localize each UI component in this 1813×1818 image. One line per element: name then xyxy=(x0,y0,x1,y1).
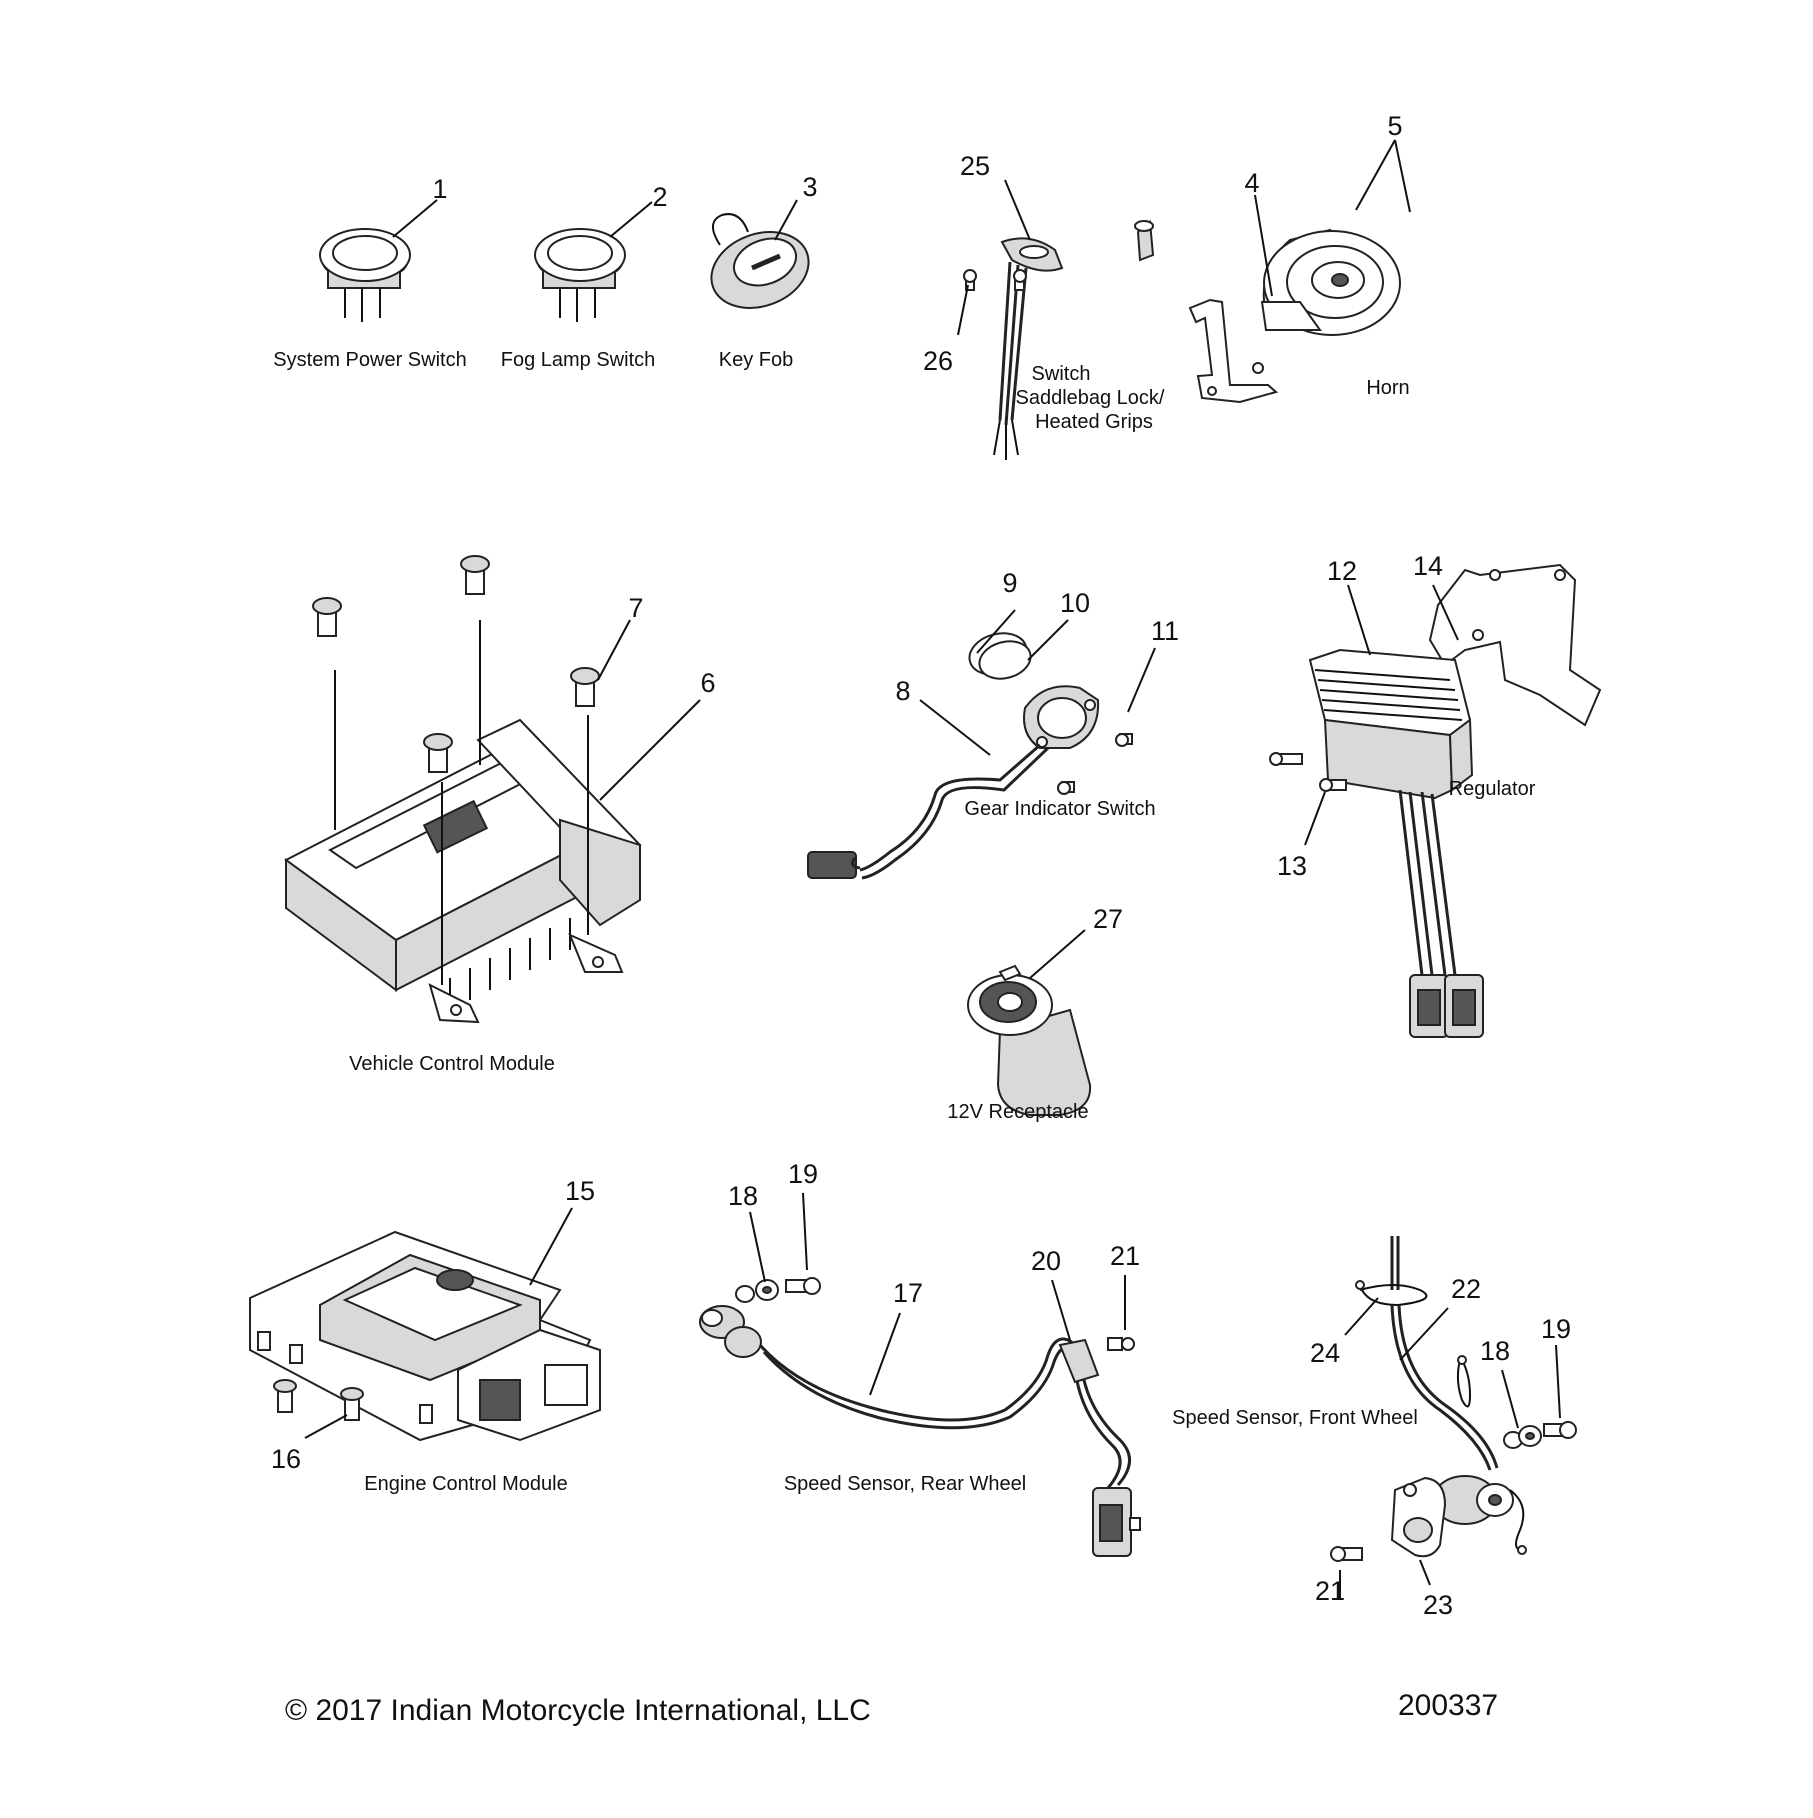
callout-7: 7 xyxy=(628,593,643,623)
callout-25: 25 xyxy=(960,151,990,181)
callout-2: 2 xyxy=(652,182,667,212)
leader-11 xyxy=(1127,647,1156,713)
callout-27: 27 xyxy=(1093,904,1123,934)
callout-14: 14 xyxy=(1413,551,1443,581)
callout-24: 24 xyxy=(1310,1338,1340,1368)
key-fob-part xyxy=(710,213,810,309)
callout-20: 20 xyxy=(1031,1246,1061,1276)
callout-19b: 19 xyxy=(1541,1314,1571,1344)
callout-12: 12 xyxy=(1327,556,1357,586)
regulator-part xyxy=(1269,563,1602,1038)
leader-18b xyxy=(1501,1369,1519,1429)
caption-12v-receptacle: 12V Receptacle xyxy=(947,1101,1088,1123)
callout-23: 23 xyxy=(1423,1590,1453,1620)
leader-14 xyxy=(1432,584,1459,641)
leader-8 xyxy=(919,699,991,756)
caption-speed-sensor-rear: Speed Sensor, Rear Wheel xyxy=(784,1473,1026,1495)
callout-6: 6 xyxy=(700,668,715,698)
caption-switch-line2: Saddlebag Lock/ xyxy=(1015,387,1164,409)
engine-control-module-part xyxy=(249,1230,601,1442)
leader-18a xyxy=(749,1211,766,1283)
callout-26: 26 xyxy=(923,346,953,376)
callout-18a: 18 xyxy=(728,1181,758,1211)
speed-sensor-rear-part xyxy=(699,1277,1141,1557)
leader-19b xyxy=(1555,1344,1561,1419)
diagram-number: 200337 xyxy=(1398,1689,1498,1722)
caption-engine-control-module: Engine Control Module xyxy=(364,1473,567,1495)
callout-21b: 21 xyxy=(1315,1576,1345,1606)
horn-part xyxy=(1134,220,1401,404)
leader-23 xyxy=(1419,1559,1431,1586)
caption-speed-sensor-front: Speed Sensor, Front Wheel xyxy=(1172,1407,1418,1429)
gear-indicator-switch-part xyxy=(807,632,1133,880)
caption-gear-indicator-switch: Gear Indicator Switch xyxy=(964,798,1155,820)
callout-5: 5 xyxy=(1387,111,1402,141)
speed-sensor-front-part xyxy=(1330,1236,1577,1562)
caption-key-fob: Key Fob xyxy=(719,349,793,371)
caption-horn: Horn xyxy=(1366,377,1409,399)
vehicle-control-module-part xyxy=(284,555,642,1024)
leader-25 xyxy=(1004,179,1031,241)
caption-fog-lamp-switch: Fog Lamp Switch xyxy=(501,349,656,371)
callout-16: 16 xyxy=(271,1444,301,1474)
callout-10: 10 xyxy=(1060,588,1090,618)
caption-switch-line3: Heated Grips xyxy=(1035,411,1153,433)
callout-21a: 21 xyxy=(1110,1241,1140,1271)
leader-7 xyxy=(597,619,631,681)
caption-regulator: Regulator xyxy=(1449,778,1536,800)
leader-5b xyxy=(1394,139,1411,213)
leader-22 xyxy=(1399,1307,1449,1361)
leader-16 xyxy=(304,1414,348,1439)
system-power-switch-part xyxy=(319,228,411,322)
callout-15: 15 xyxy=(565,1176,595,1206)
callout-8: 8 xyxy=(895,676,910,706)
leader-1 xyxy=(392,199,438,238)
leader-27 xyxy=(1029,929,1086,979)
callout-17: 17 xyxy=(893,1278,923,1308)
callout-3: 3 xyxy=(802,172,817,202)
callout-13: 13 xyxy=(1277,851,1307,881)
caption-switch-line1: Switch xyxy=(1032,363,1091,385)
receptacle-12v-part xyxy=(967,964,1092,1116)
leader-4 xyxy=(1254,194,1273,297)
leader-10 xyxy=(1027,619,1069,661)
leader-13 xyxy=(1304,791,1326,846)
caption-system-power-switch: System Power Switch xyxy=(273,349,466,371)
leader-26 xyxy=(957,284,969,336)
leader-5a xyxy=(1355,139,1396,211)
leader-24 xyxy=(1344,1297,1379,1336)
leader-2 xyxy=(609,201,653,238)
leader-19a xyxy=(802,1192,808,1271)
leader-9 xyxy=(976,609,1016,654)
leader-17 xyxy=(869,1312,901,1396)
leader-15 xyxy=(529,1207,573,1286)
caption-vehicle-control-module: Vehicle Control Module xyxy=(349,1053,555,1075)
callout-4: 4 xyxy=(1244,168,1259,198)
copyright-text: © 2017 Indian Motorcycle International, … xyxy=(285,1694,871,1727)
callout-11: 11 xyxy=(1151,616,1179,646)
leader-3 xyxy=(774,199,798,241)
saddlebag-heated-grips-switch-part xyxy=(963,237,1064,460)
callout-19a: 19 xyxy=(788,1159,818,1189)
callout-18b: 18 xyxy=(1480,1336,1510,1366)
callout-22: 22 xyxy=(1451,1274,1481,1304)
leader-6 xyxy=(599,699,701,801)
callout-9: 9 xyxy=(1002,568,1017,598)
leader-12 xyxy=(1347,584,1371,656)
leader-20 xyxy=(1051,1279,1071,1341)
fog-lamp-switch-part xyxy=(534,228,626,322)
callout-1: 1 xyxy=(432,174,447,204)
